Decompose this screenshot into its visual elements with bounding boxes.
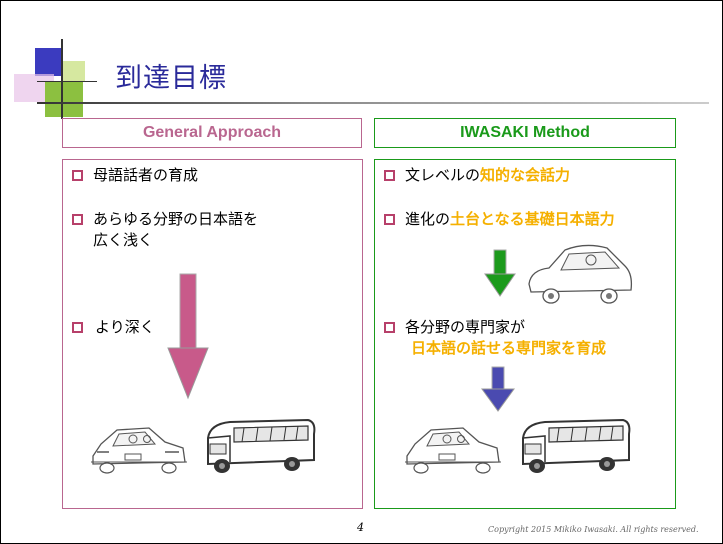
deco-square-green <box>45 81 83 117</box>
right-item-2-text: 進化の <box>405 210 451 228</box>
right-item-3-highlight: 日本語の話せる専門家を育成 <box>411 339 607 357</box>
panel-general-approach: 母語話者の育成 あらゆる分野の日本語を 広く浅く より深く <box>62 159 363 509</box>
bullet-icon <box>72 214 83 225</box>
copyright: Copyright 2015 Mikiko Iwasaki. All right… <box>488 525 699 534</box>
down-arrow-icon <box>484 249 516 297</box>
header-iwasaki-method: IWASAKI Method <box>374 118 676 148</box>
left-item-1: 母語話者の育成 <box>93 166 199 184</box>
left-item-3: より深く <box>95 318 155 336</box>
deco-hline-short <box>37 81 97 82</box>
right-item-2: 進化の土台となる基礎日本語力 <box>405 209 615 230</box>
bullet-icon <box>384 214 395 225</box>
right-item-1-text: 文レベルの <box>405 166 481 184</box>
left-item-2-cont: 広く浅く <box>93 231 154 249</box>
left-item-2: あらゆる分野の日本語を <box>93 210 259 228</box>
down-arrow-icon <box>481 366 515 412</box>
right-item-3: 各分野の専門家が <box>405 318 526 336</box>
deco-vline <box>61 39 63 119</box>
header-general-approach: General Approach <box>62 118 362 148</box>
deco-square-green-top <box>63 61 85 81</box>
right-item-2-highlight: 土台となる基礎日本語力 <box>450 210 615 228</box>
bullet-icon <box>384 170 395 181</box>
bullet-icon <box>384 322 395 333</box>
slide-title: 到達目標 <box>115 63 227 94</box>
bus-icon <box>207 418 316 473</box>
right-item-1-highlight: 知的な会話力 <box>480 166 571 184</box>
bullet-icon <box>72 322 83 333</box>
bullet-icon <box>72 170 83 181</box>
title-divider <box>37 102 709 104</box>
down-arrow-icon <box>167 273 209 400</box>
page-number: 4 <box>357 521 364 534</box>
car-icon <box>528 244 633 304</box>
bus-icon <box>522 418 631 473</box>
panel-iwasaki-method: 文レベルの知的な会話力 進化の土台となる基礎日本語力 各分野の専門家が 日本語の… <box>374 159 676 509</box>
right-item-1: 文レベルの知的な会話力 <box>405 165 570 186</box>
deco-square-blue <box>35 48 63 76</box>
car-icon <box>405 427 501 474</box>
car-icon <box>91 427 187 474</box>
